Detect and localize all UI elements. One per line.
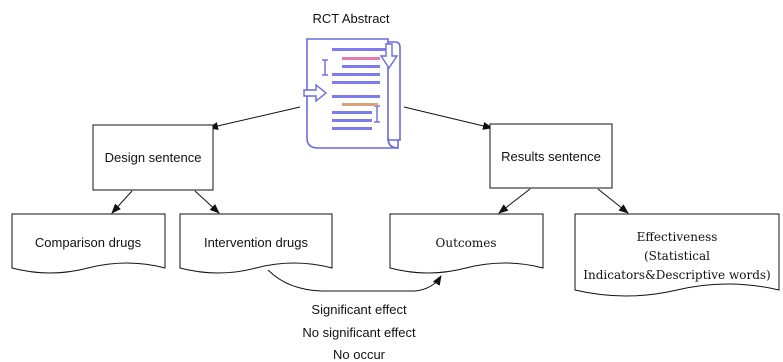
arrow-design-to-intervention <box>194 190 220 214</box>
document-scroll-icon <box>303 38 401 149</box>
svg-text:Indicators&Descriptive words): Indicators&Descriptive words) <box>583 268 770 282</box>
arrow-root-to-results <box>403 106 493 130</box>
arrow-results-to-effectiveness <box>597 188 629 214</box>
results-sentence-node: Results sentence <box>489 123 613 189</box>
design-sentence-node: Design sentence <box>92 124 214 191</box>
svg-text:Intervention drugs: Intervention drugs <box>204 235 309 250</box>
svg-text:Effectiveness: Effectiveness <box>637 230 718 244</box>
outcomes-node: Outcomes <box>389 213 544 274</box>
relation-label-no-significant: No significant effect <box>302 325 416 340</box>
relation-connector <box>267 269 442 292</box>
arrow-results-to-outcomes <box>498 188 531 214</box>
svg-text:Results sentence: Results sentence <box>501 149 601 164</box>
root-title: RCT Abstract <box>312 11 389 26</box>
svg-text:Outcomes: Outcomes <box>436 236 497 250</box>
comparison-drugs-node: Comparison drugs <box>11 213 166 274</box>
svg-text:Comparison drugs: Comparison drugs <box>35 235 142 250</box>
intervention-drugs-node: Intervention drugs <box>179 213 333 274</box>
arrow-root-to-design <box>208 106 301 130</box>
relation-label-significant: Significant effect <box>311 302 407 317</box>
arrow-design-to-comparison <box>111 190 133 214</box>
svg-text:(Statistical: (Statistical <box>644 249 710 263</box>
effectiveness-node: Effectiveness (Statistical Indicators&De… <box>574 213 780 297</box>
svg-text:Design sentence: Design sentence <box>105 150 202 165</box>
relation-label-no-occur: No occur <box>333 347 386 362</box>
